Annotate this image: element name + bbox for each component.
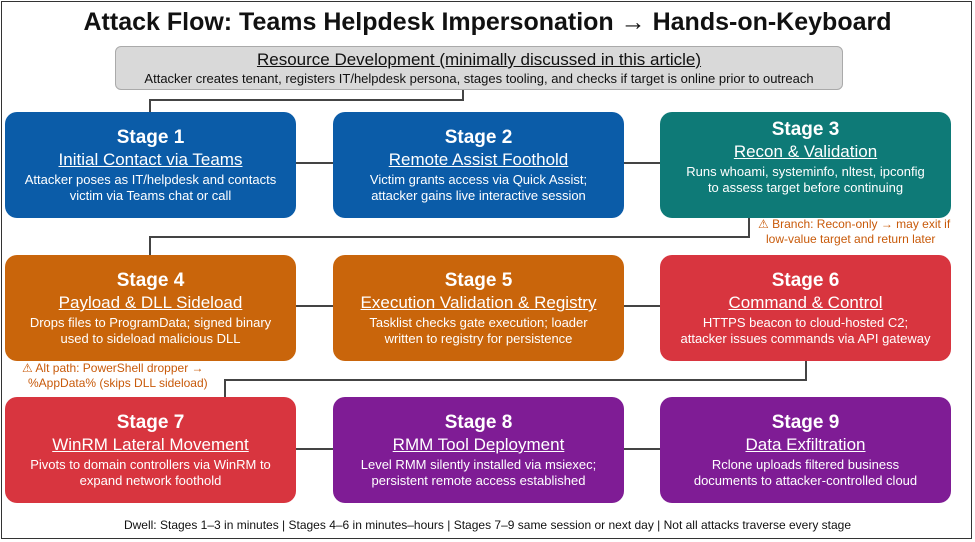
alt-path-note-line: %AppData% (skips DLL sideload)	[28, 376, 208, 390]
stage-number: Stage 6	[771, 270, 840, 291]
stage-desc-line: attacker issues commands via API gateway	[680, 331, 931, 346]
stage-1-box: Stage 1 Initial Contact via Teams Attack…	[5, 112, 296, 218]
stage-desc-line: documents to attacker-controlled cloud	[693, 473, 918, 488]
stage-name: Data Exfiltration	[745, 435, 866, 454]
stage-desc-line: Level RMM silently installed via msiexec…	[360, 457, 597, 472]
stage-desc-line: Victim grants access via Quick Assist;	[369, 172, 588, 187]
connector-resource-stage1	[149, 90, 464, 112]
stage-desc: Victim grants access via Quick Assist; a…	[333, 172, 624, 204]
stage-desc: Tasklist checks gate execution; loader w…	[333, 315, 624, 347]
stage-5-box: Stage 5 Execution Validation & Registry …	[333, 255, 624, 361]
stage-desc: Drops files to ProgramData; signed binar…	[5, 315, 296, 347]
stage-desc-line: used to sideload malicious DLL	[60, 331, 241, 346]
stage-3-box: Stage 3 Recon & Validation Runs whoami, …	[660, 112, 951, 218]
stage-number: Stage 3	[771, 119, 840, 140]
stage-desc-line: attacker gains live interactive session	[371, 188, 586, 203]
stage-name: Remote Assist Foothold	[388, 150, 569, 169]
stage-desc-line: written to registry for persistence	[384, 331, 573, 346]
stage-desc-line: expand network foothold	[79, 473, 222, 488]
resource-development-box: Resource Development (minimally discusse…	[115, 46, 843, 90]
stage-name: RMM Tool Deployment	[392, 435, 565, 454]
connector-stage6-stage7	[224, 358, 807, 397]
stage-8-box: Stage 8 RMM Tool Deployment Level RMM si…	[333, 397, 624, 503]
stage-desc-line: Tasklist checks gate execution; loader	[369, 315, 588, 330]
dwell-footer: Dwell: Stages 1–3 in minutes | Stages 4–…	[123, 518, 852, 532]
alt-path-note-line: ⚠ Alt path: PowerShell dropper →	[22, 361, 204, 375]
stage-desc-line: Attacker poses as IT/helpdesk and contac…	[24, 172, 277, 187]
stage-number: Stage 8	[444, 412, 513, 433]
stage-desc-line: victim via Teams chat or call	[69, 188, 232, 203]
stage-9-box: Stage 9 Data Exfiltration Rclone uploads…	[660, 397, 951, 503]
stage-desc-line: Runs whoami, systeminfo, nltest, ipconfi…	[686, 164, 925, 179]
branch-note: ⚠ Branch: Recon-only → may exit if low-v…	[758, 217, 950, 247]
stage-number: Stage 4	[116, 270, 185, 291]
alt-path-note: ⚠ Alt path: PowerShell dropper → %AppDat…	[22, 361, 208, 391]
stage-number: Stage 9	[771, 412, 840, 433]
stage-desc: Pivots to domain controllers via WinRM t…	[5, 457, 296, 489]
branch-note-line: low-value target and return later	[766, 232, 936, 246]
stage-name: Initial Contact via Teams	[58, 150, 243, 169]
stage-7-box: Stage 7 WinRM Lateral Movement Pivots to…	[5, 397, 296, 503]
stage-2-box: Stage 2 Remote Assist Foothold Victim gr…	[333, 112, 624, 218]
stage-desc-line: HTTPS beacon to cloud-hosted C2;	[702, 315, 909, 330]
stage-desc: Attacker poses as IT/helpdesk and contac…	[5, 172, 296, 204]
stage-desc: Runs whoami, systeminfo, nltest, ipconfi…	[660, 164, 951, 196]
stage-desc: HTTPS beacon to cloud-hosted C2; attacke…	[660, 315, 951, 347]
stage-desc: Rclone uploads filtered business documen…	[660, 457, 951, 489]
stage-name: Execution Validation & Registry	[360, 293, 597, 312]
resource-development-desc: Attacker creates tenant, registers IT/he…	[144, 71, 814, 86]
stage-desc-line: persistent remote access established	[371, 473, 586, 488]
diagram-title: Attack Flow: Teams Helpdesk Impersonatio…	[83, 8, 892, 36]
stage-number: Stage 5	[444, 270, 513, 291]
stage-desc-line: Rclone uploads filtered business	[711, 457, 900, 472]
stage-number: Stage 7	[116, 412, 185, 433]
stage-number: Stage 2	[444, 127, 513, 148]
stage-name: WinRM Lateral Movement	[52, 435, 249, 454]
stage-4-box: Stage 4 Payload & DLL Sideload Drops fil…	[5, 255, 296, 361]
stage-desc-line: to assess target before continuing	[707, 180, 904, 195]
connector-stage3-stage4	[149, 215, 750, 255]
stage-name: Recon & Validation	[733, 142, 878, 161]
stage-desc-line: Pivots to domain controllers via WinRM t…	[30, 457, 271, 472]
stage-desc: Level RMM silently installed via msiexec…	[333, 457, 624, 489]
stage-desc-line: Drops files to ProgramData; signed binar…	[29, 315, 272, 330]
stage-name: Command & Control	[728, 293, 883, 312]
stage-name: Payload & DLL Sideload	[58, 293, 243, 312]
stage-6-box: Stage 6 Command & Control HTTPS beacon t…	[660, 255, 951, 361]
branch-note-line: ⚠ Branch: Recon-only → may exit if	[758, 217, 951, 231]
stage-number: Stage 1	[116, 127, 185, 148]
resource-development-title: Resource Development (minimally discusse…	[256, 50, 702, 69]
